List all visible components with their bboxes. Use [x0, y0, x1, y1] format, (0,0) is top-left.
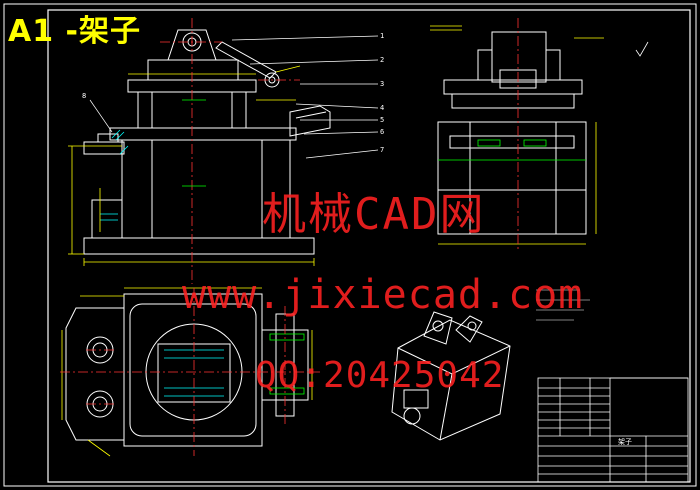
callout-7: 7 — [380, 146, 384, 154]
inner-border — [47, 9, 691, 483]
callout-leaders — [89, 35, 379, 159]
isometric-view — [391, 311, 511, 441]
outer-border — [3, 3, 697, 487]
callout-5: 5 — [380, 116, 384, 124]
side-view-dimensions — [430, 25, 604, 245]
callout-6: 6 — [380, 128, 384, 136]
top-view — [65, 293, 309, 447]
watermark-qq: QQ:20425042 — [255, 355, 505, 396]
side-view — [437, 31, 587, 235]
front-view-dimensions — [68, 65, 315, 266]
watermark-site-name: 机械CAD网 — [262, 189, 486, 240]
technical-notes — [536, 289, 590, 321]
roughness-symbol — [635, 41, 649, 57]
top-view-dimensions — [61, 287, 313, 457]
top-view-section — [269, 333, 305, 395]
side-view-section — [438, 139, 586, 161]
callout-numbers: 1 2 3 4 5 6 7 8 — [82, 32, 384, 154]
front-view-section-marks — [182, 99, 206, 187]
watermark-url: www.jixiecad.com — [182, 272, 584, 318]
top-view-centerlines — [60, 288, 320, 456]
callout-8: 8 — [82, 92, 86, 100]
front-view-centerlines — [160, 18, 300, 284]
callout-3: 3 — [380, 80, 384, 88]
callout-4: 4 — [380, 104, 384, 112]
title-block-part-name: 架子 — [618, 438, 632, 446]
callout-1: 1 — [380, 32, 384, 40]
callout-2: 2 — [380, 56, 384, 64]
drawing-title: A1 -架子 — [8, 14, 141, 49]
front-view-hatch — [100, 129, 129, 221]
title-block — [537, 377, 689, 483]
front-view — [83, 29, 331, 255]
